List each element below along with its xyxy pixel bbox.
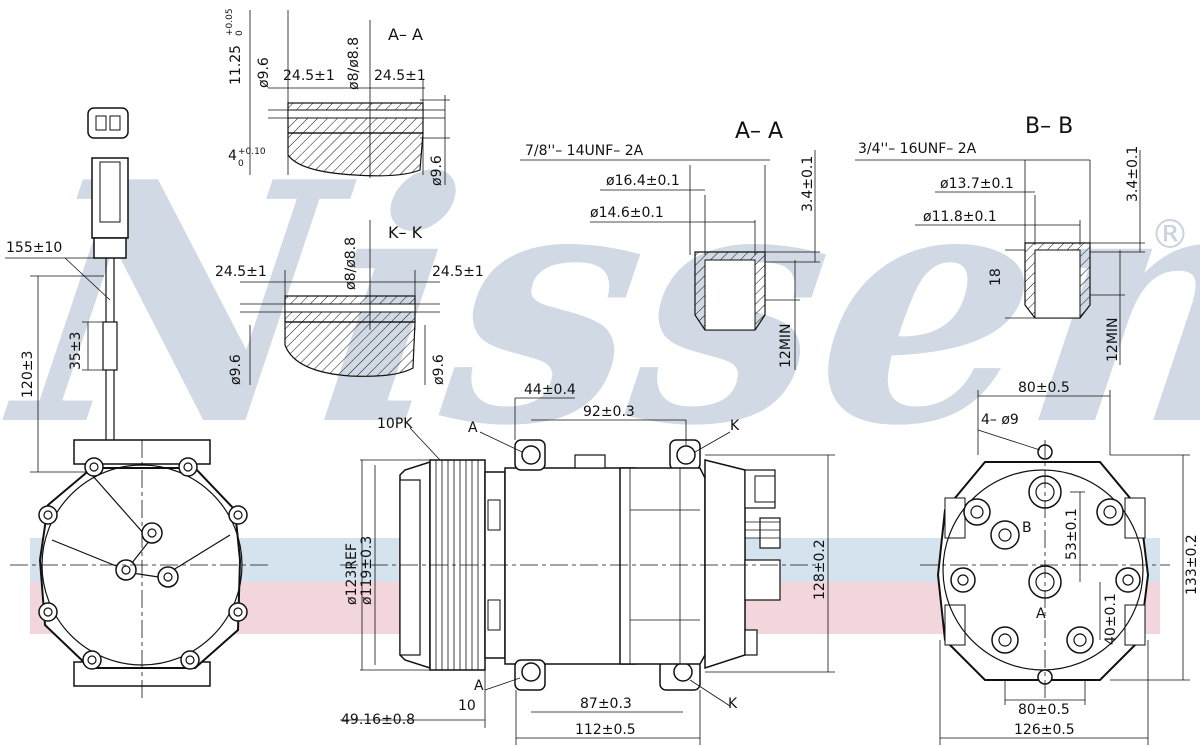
wire-connector [5, 107, 129, 473]
label-a-end: A [1036, 606, 1046, 622]
dim-12min-a: 12MIN [778, 324, 794, 369]
dim-87: 87±0.3 [580, 696, 632, 712]
dim-133: 133±0.2 [1184, 534, 1200, 595]
dim-112: 112±0.5 [575, 722, 636, 738]
dim-3-4-a: 3.4±0.1 [800, 156, 816, 212]
dim-9-6-a: ø9.6 [256, 57, 272, 88]
dim-10pk: 10PK [377, 416, 413, 432]
dim-24-5-a1: 24.5±1 [283, 68, 335, 84]
dim-13-7: ø13.7±0.1 [940, 176, 1014, 192]
dim-128: 128±0.2 [812, 539, 828, 600]
thread-a: 7/8''– 14UNF– 2A [525, 143, 644, 159]
dim-126: 126±0.5 [1014, 722, 1075, 738]
dim-8-88-k: ø8/ø8.8 [343, 237, 359, 290]
dim-4: 4 [228, 148, 237, 164]
dim-44: 44±0.4 [524, 382, 576, 398]
dim-11-25: 11.25 [228, 45, 244, 85]
dim-8-88-a: ø8/ø8.8 [346, 37, 362, 90]
end-view-right [920, 390, 1190, 745]
dim-80-top: 80±0.5 [1018, 380, 1070, 396]
dim-10: 10 [458, 698, 476, 714]
dim-11-25-tol-bot: 0 [235, 30, 245, 36]
fitting-bb [855, 150, 1145, 365]
dim-9-6-b: ø9.6 [429, 155, 445, 186]
section-aa-top [249, 10, 450, 185]
dim-9-6-k1: ø9.6 [228, 354, 244, 385]
dim-16-4: ø16.4±0.1 [606, 173, 680, 189]
dim-18: 18 [988, 268, 1004, 286]
label-b-end: B [1022, 520, 1032, 536]
dim-14-6: ø14.6±0.1 [590, 205, 664, 221]
dim-24-5-k1: 24.5±1 [215, 264, 267, 280]
dim-4-tol-bot: 0 [238, 159, 244, 169]
nissens-watermark: Nissens [0, 112, 1200, 499]
label-a-bottom: A [474, 678, 484, 694]
dim-92: 92±0.3 [583, 404, 635, 420]
front-view-left [10, 439, 270, 700]
dim-80-bottom: 80±0.5 [1018, 702, 1070, 718]
registered-mark: ® [1150, 212, 1190, 258]
dim-49-16: 49.16±0.8 [341, 712, 415, 728]
label-aa-top: A– A [388, 25, 423, 44]
dim-4-tol-top: +0.10 [238, 147, 266, 157]
label-k-top: K [730, 418, 740, 434]
dim-155: 155±10 [6, 240, 62, 256]
dim-11-8: ø11.8±0.1 [923, 209, 997, 225]
dim-3-4-b: 3.4±0.1 [1125, 146, 1141, 202]
thread-b: 3/4''– 16UNF– 2A [858, 141, 977, 157]
dim-40: 40±0.1 [1103, 593, 1119, 645]
dim-119: ø119±0.3 [359, 536, 375, 605]
dim-24-5-k2: 24.5±1 [432, 264, 484, 280]
dim-9-6-k2: ø9.6 [431, 354, 447, 385]
label-k-bottom: K [728, 696, 738, 712]
label-a-top: A [468, 420, 478, 436]
dim-120: 120±3 [20, 351, 36, 398]
dim-53: 53±0.1 [1064, 508, 1080, 560]
dim-24-5-a2: 24.5±1 [374, 68, 426, 84]
fitting-aa [520, 150, 820, 370]
dim-11-25-tol-top: +0.05 [225, 8, 235, 36]
label-aa-right: A– A [735, 119, 783, 144]
label-bb: B– B [1025, 114, 1073, 139]
dim-12min-b: 12MIN [1105, 318, 1121, 363]
label-kk: K– K [388, 223, 423, 242]
dim-4x9: 4– ø9 [981, 412, 1019, 428]
dim-35: 35±3 [68, 332, 84, 370]
dim-123ref: ø123REF [344, 543, 360, 605]
side-view [340, 397, 835, 745]
section-kk [240, 220, 440, 385]
